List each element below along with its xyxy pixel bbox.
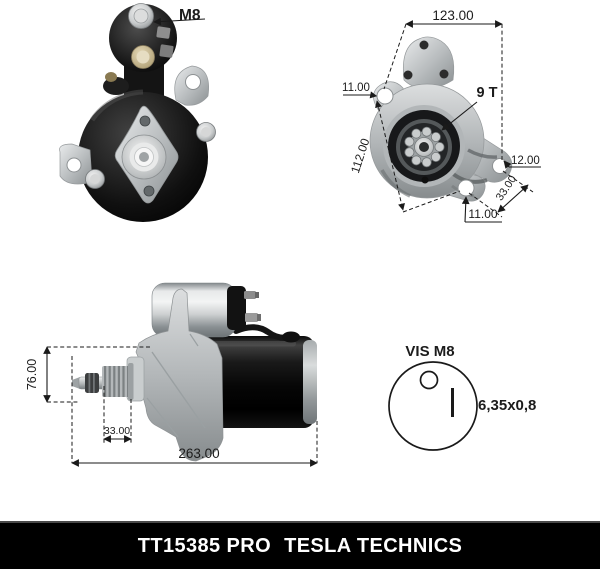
teeth-leader-arrow xyxy=(441,101,478,131)
terminal-view: VIS M8 6,35x0,8 xyxy=(388,343,536,451)
dim-height-label: 112.00 xyxy=(348,136,372,175)
rear-view: M8 xyxy=(59,3,216,222)
pinion-teeth-label: 9 T xyxy=(477,85,498,101)
dim-pinion-length-label: 33.00 xyxy=(104,425,130,437)
solenoid xyxy=(151,282,237,338)
mounting-hole xyxy=(66,157,82,173)
part-number: TT15385 PRO xyxy=(137,534,272,557)
dim-hole-top-left-label: 11.00 xyxy=(342,82,370,94)
terminal-face-circle xyxy=(388,361,478,451)
spade-size-label: 6,35x0,8 xyxy=(478,397,536,414)
m8-stud-hole xyxy=(419,370,439,390)
terminal-view-title: VIS M8 xyxy=(405,343,454,360)
pinion-gear-side xyxy=(102,366,131,397)
m8-bolt-label: M8 xyxy=(179,7,201,24)
dim-width-label: 123.00 xyxy=(432,8,473,23)
footer-banner: TT15385 PRO TESLA TECHNICS xyxy=(0,521,600,569)
dim-hole-right-label: 12.00 xyxy=(511,155,540,167)
shaft-tip xyxy=(72,377,80,389)
dimension-line-height xyxy=(375,100,405,211)
front-view: 123.00 11.00 112.00 9 T 12.00 33.00 11.0… xyxy=(342,8,541,223)
side-view: 76.00 33.00 263.00 xyxy=(25,282,318,467)
m8-leader-arrow xyxy=(153,17,206,26)
solenoid-cap xyxy=(227,286,246,330)
mounting-hole xyxy=(185,74,201,90)
dim-total-length-label: 263.00 xyxy=(178,446,219,461)
mounting-hole xyxy=(376,87,394,105)
dim-hole-bottom-label: 11.00 xyxy=(468,207,497,221)
pinion-gear-teeth xyxy=(404,126,445,168)
dimension-line-hole-spacing xyxy=(497,184,529,213)
bell-housing-top xyxy=(403,36,455,89)
dim-side-height-label: 76.00 xyxy=(25,359,39,390)
mounting-hole xyxy=(492,158,508,174)
motor-end-ring xyxy=(303,340,317,424)
shaft-collar xyxy=(85,373,99,393)
brand-name: TESLA TECHNICS xyxy=(284,534,463,557)
mounting-hole xyxy=(457,179,475,197)
spade-terminal xyxy=(451,388,454,417)
